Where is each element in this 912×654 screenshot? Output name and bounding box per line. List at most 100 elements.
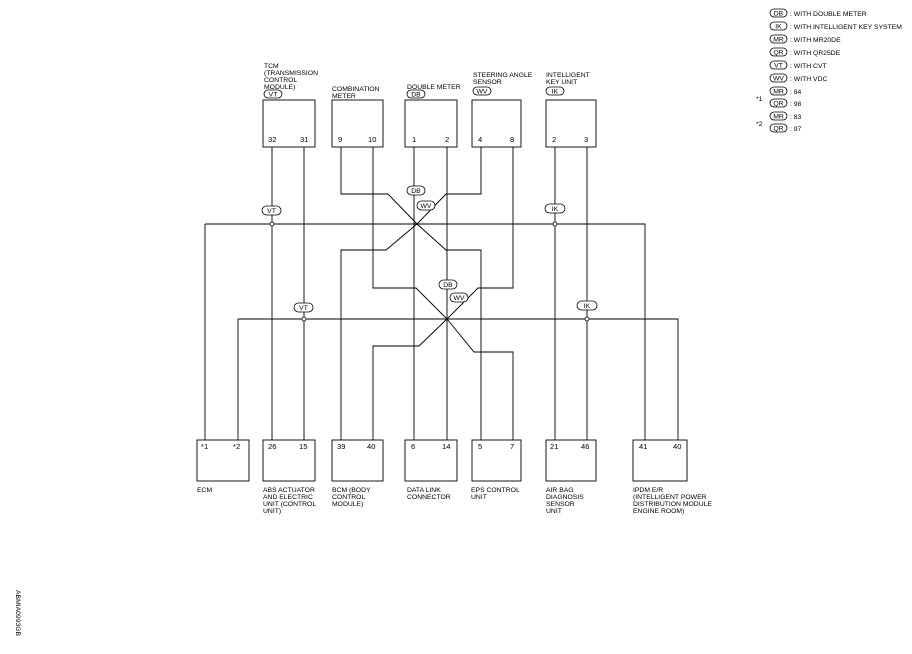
unit-label-line: CONTROL [332, 494, 365, 501]
legend-code-tag [769, 73, 788, 83]
pin-number: 46 [581, 442, 589, 451]
legend-row: WV : WITH VDC [769, 73, 827, 83]
wire-tag-label: IK [584, 303, 591, 310]
condition-tag [545, 86, 565, 96]
unit-label-line: COMBINATION [332, 86, 380, 93]
unit-label-line: SENSOR [546, 501, 575, 508]
legend-text: : WITH CVT [790, 63, 827, 70]
meter-can-l-wire [372, 147, 448, 320]
junction-dot [301, 316, 307, 322]
unit-box [262, 99, 316, 148]
junction-dot [552, 221, 558, 227]
legend-code: VT [774, 63, 783, 70]
condition-tag [263, 89, 283, 99]
wire-tag-label: DB [411, 188, 421, 195]
unit-box [471, 439, 522, 482]
pin-number: 2 [552, 135, 556, 144]
pin-number: 26 [268, 442, 276, 451]
legend-code: QR [773, 50, 783, 57]
unit-data-link-connector: 6 14 DATA LINK CONNECTOR [404, 439, 458, 501]
legend-code-tag [769, 47, 788, 57]
legend-text: : WITH DOUBLE METER [790, 11, 867, 18]
unit-label-line: ENGINE ROOM) [633, 508, 684, 515]
legend-row: QR : WITH QR25DE [769, 47, 841, 57]
unit-box [545, 439, 597, 482]
unit-combination-meter: COMBINATION METER 9 10 [331, 86, 384, 148]
pin-number: 8 [510, 135, 514, 144]
unit-label-line: (TRANSMISSION [264, 70, 318, 77]
wire-tag [406, 185, 426, 196]
pin-number: 31 [300, 135, 308, 144]
condition-tag [472, 86, 492, 96]
condition-tag [406, 89, 426, 99]
pin-number: 6 [411, 442, 415, 451]
unit-box [196, 439, 250, 482]
legend-text: : WITH VDC [790, 76, 827, 83]
unit-label-line: BCM (BODY [332, 487, 371, 494]
unit-label-line: ECM [197, 487, 212, 494]
unit-label-line: (INTELLIGENT POWER [633, 494, 707, 501]
unit-label-line: KEY UNIT [546, 79, 577, 86]
condition-tag-label: IK [552, 89, 559, 96]
pin-number: 9 [338, 135, 342, 144]
unit-double-meter: DOUBLE METER DB 1 2 [404, 84, 461, 148]
unit-ipdm-er: 41 40 IPDM E/R (INTELLIGENT POWER DISTRI… [632, 439, 712, 515]
legend-code-tag [769, 60, 788, 70]
legend-text: : WITH INTELLIGENT KEY SYSTEM [790, 24, 902, 31]
figure-id: ABMIA0993GB [14, 590, 21, 637]
wire-tag [293, 302, 314, 313]
wire-tag [449, 292, 469, 303]
wire-tag [416, 200, 436, 211]
wire-tag [261, 205, 282, 216]
unit-label-line: INTELLIGENT [546, 72, 590, 79]
legend-text: : 98 [790, 101, 802, 108]
unit-label-line: CONNECTOR [407, 494, 451, 501]
unit-label-line: IPDM E/R [633, 487, 663, 494]
legend-code: QR [773, 101, 783, 108]
legend-text: : 84 [790, 89, 802, 96]
unit-box [632, 439, 688, 482]
can-h-bus [205, 223, 646, 440]
legend-code: IK [775, 24, 782, 31]
unit-box [404, 439, 458, 482]
pin-number: 40 [367, 442, 375, 451]
legend-code-tag [769, 86, 788, 96]
legend-code-tag [769, 111, 788, 121]
junction-dot [584, 316, 590, 322]
unit-abs-actuator: 26 15 ABS ACTUATOR AND ELECTRIC UNIT (CO… [262, 439, 316, 515]
eps-can-h-wire [416, 223, 482, 440]
wire-tag-label: VT [267, 208, 276, 215]
wire-tag-label: WV [454, 295, 465, 302]
pin-number: *2 [233, 442, 240, 451]
legend-code: WV [773, 76, 784, 83]
condition-tag-label: VT [269, 92, 278, 99]
unit-box [331, 439, 384, 482]
legend-text: : 83 [790, 114, 802, 121]
unit-label-line: UNIT (CONTROL [263, 501, 316, 508]
wire-tag [544, 203, 566, 214]
unit-box [331, 99, 384, 148]
eps-can-l-wire [446, 318, 514, 440]
unit-label-line: DATA LINK [407, 487, 441, 494]
legend: DB : WITH DOUBLE METER IK : WITH INTELLI… [756, 8, 902, 133]
unit-intelligent-key: INTELLIGENT KEY UNIT IK 2 3 [545, 72, 597, 148]
pin-number: 32 [268, 135, 276, 144]
unit-label-line: AIR BAG [546, 487, 574, 494]
unit-label-line: SENSOR [473, 79, 502, 86]
legend-row: IK : WITH INTELLIGENT KEY SYSTEM [769, 21, 902, 31]
pin-number: 1 [412, 135, 416, 144]
unit-label-line: MODULE) [332, 501, 363, 508]
pin-number: 21 [550, 442, 558, 451]
legend-row: VT : WITH CVT [769, 60, 827, 70]
unit-label-line: UNIT [471, 494, 487, 501]
legend-code: MR [773, 37, 784, 44]
meter-can-h-wire [340, 147, 418, 225]
wire-tag-label: IK [552, 206, 559, 213]
wire-tag [576, 300, 598, 311]
legend-code-tag [769, 21, 788, 31]
unit-eps-control: 5 7 EPS CONTROL UNIT [471, 439, 522, 501]
pin-number: 15 [299, 442, 307, 451]
legend-note: *1 MR : 84 QR : 98 [756, 86, 802, 108]
unit-label-line: STEERING ANGLE [473, 72, 533, 79]
unit-label-line: ABS ACTUATOR [263, 487, 315, 494]
